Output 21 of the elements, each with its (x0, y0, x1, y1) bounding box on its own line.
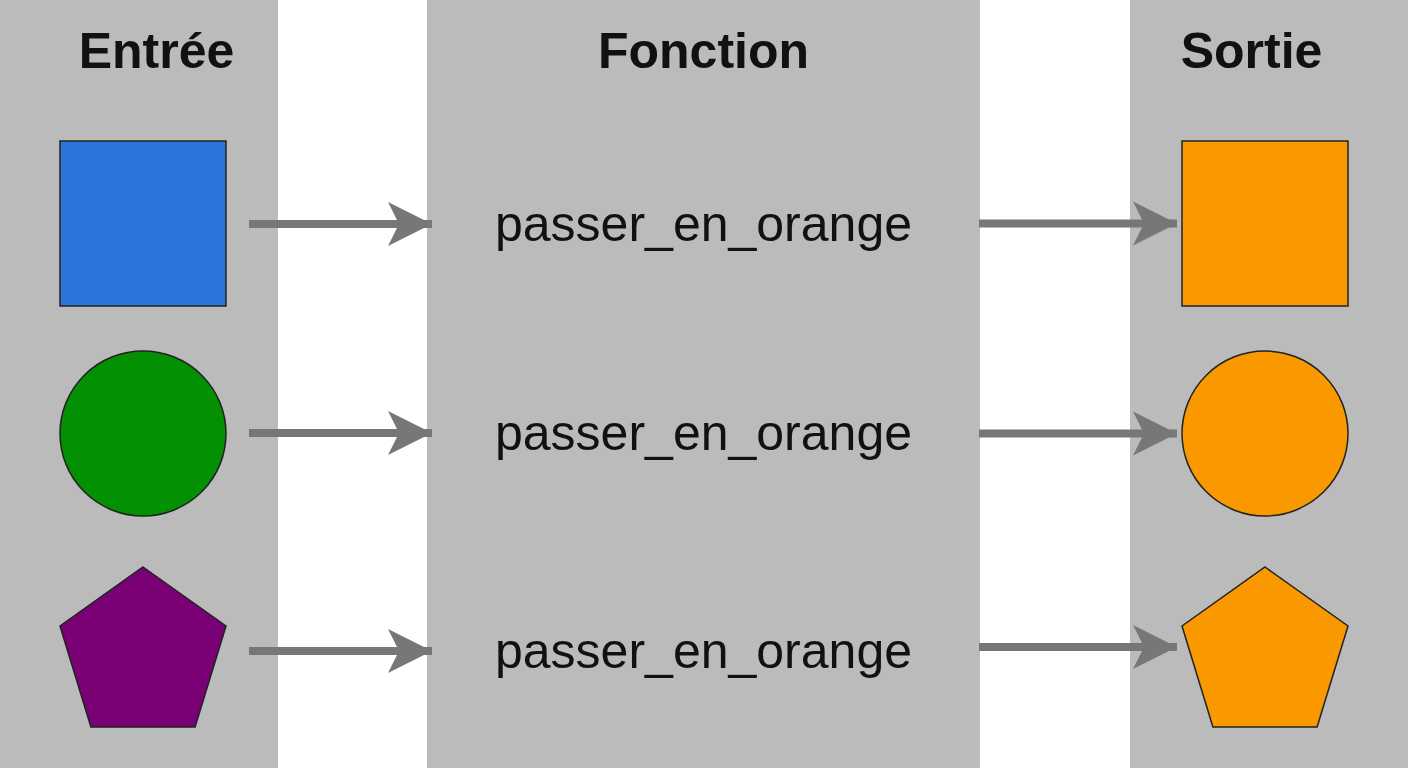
pentagon-shape (1181, 566, 1349, 728)
function-label: passer_en_orange (432, 194, 975, 254)
column-heading: Entrée (78, 22, 235, 80)
pentagon-shape (59, 566, 227, 728)
circle-shape (59, 350, 227, 517)
arrow (979, 201, 1177, 246)
function-label: passer_en_orange (432, 621, 975, 681)
column-panel (0, 0, 278, 768)
column-panel (427, 0, 980, 768)
square-shape (1181, 140, 1349, 307)
arrow (249, 629, 432, 673)
column-panel (1130, 0, 1408, 768)
square-shape (59, 140, 227, 307)
function-label: passer_en_orange (432, 403, 975, 463)
arrow (979, 411, 1177, 456)
column-heading: Fonction (597, 22, 810, 80)
arrow (979, 625, 1177, 669)
column-heading: Sortie (1180, 22, 1323, 80)
circle-shape (1181, 350, 1349, 517)
arrow (249, 202, 432, 246)
arrow (249, 411, 432, 455)
